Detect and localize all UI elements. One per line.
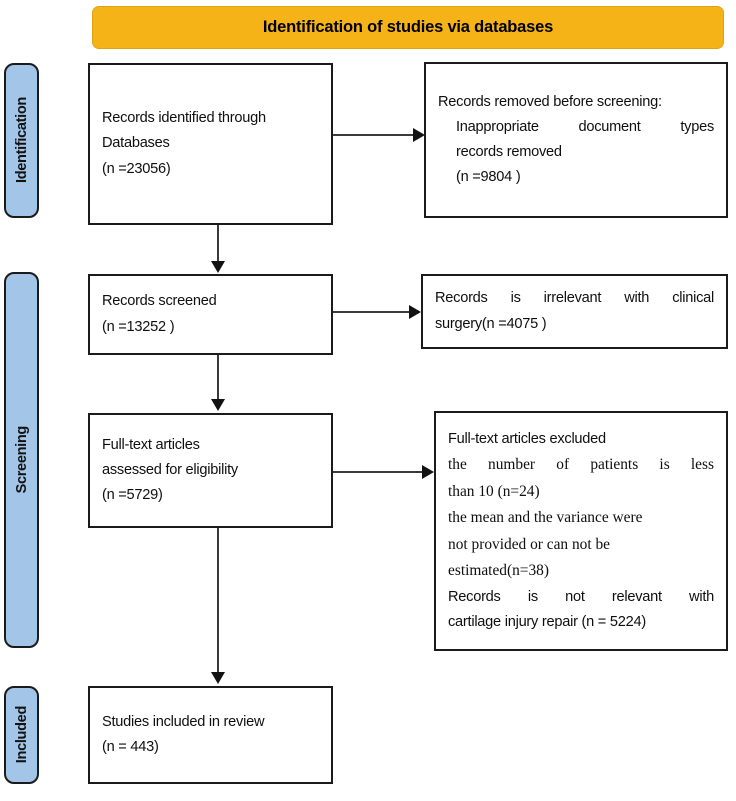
box-line: Full-text articles	[102, 436, 200, 453]
box-records-removed: Records removed before screening: Inappr…	[424, 62, 728, 218]
box-studies-included: Studies included in review (n = 443)	[88, 686, 333, 784]
box-line: the mean and the variance were	[448, 509, 643, 527]
box-line: the number of patients is less	[448, 456, 714, 474]
box-line: Records removed before screening:	[438, 93, 662, 110]
box-line: records removed	[456, 144, 562, 160]
stage-label-included: Included	[13, 706, 30, 764]
box-line-count: (n =5729)	[102, 487, 163, 504]
connector-screened-to-assessed	[217, 355, 219, 400]
banner-title: Identification of studies via databases	[262, 18, 554, 36]
stage-bar-screening: Screening	[4, 272, 39, 648]
box-line-count: (n = 443)	[102, 739, 159, 755]
arrow-down-icon	[211, 672, 225, 684]
box-fulltext-assessed: Full-text articles assessed for eligibil…	[88, 413, 333, 528]
box-line: Records is not relevant with	[448, 588, 714, 605]
stage-label-screening: Screening	[13, 426, 30, 494]
box-line: Inappropriate document types	[456, 118, 714, 135]
connector-screened-to-irrelevant	[333, 311, 414, 313]
box-line: assessed for eligibility	[102, 461, 238, 478]
box-records-screened: Records screened (n =13252 )	[88, 274, 333, 355]
connector-assessed-to-included	[217, 528, 219, 675]
arrow-right-icon	[422, 465, 434, 479]
stage-bar-included: Included	[4, 686, 39, 784]
connector-identified-to-removed	[333, 134, 417, 136]
box-line-count: estimated(n=38)	[448, 562, 549, 580]
box-line-count: surgery(n =4075 )	[435, 315, 547, 332]
box-records-irrelevant: Records is irrelevant with clinical surg…	[421, 274, 728, 349]
stage-bar-identification: Identification	[4, 63, 39, 218]
connector-identified-to-screened	[217, 225, 219, 265]
box-line-count: (n =9804 )	[456, 169, 521, 186]
box-line: Studies included in review	[102, 713, 265, 730]
arrow-right-icon	[413, 128, 425, 142]
box-line-count: (n =23056)	[102, 160, 171, 177]
arrow-down-icon	[211, 399, 225, 411]
banner-identification-databases: Identification of studies via databases	[92, 6, 724, 49]
connector-assessed-to-excluded	[333, 471, 427, 473]
box-fulltext-excluded: Full-text articles excluded the number o…	[434, 411, 728, 651]
box-line: Records is irrelevant with clinical	[435, 290, 714, 307]
box-line-count: than 10 (n=24)	[448, 482, 540, 500]
box-line-count: (n =13252 )	[102, 318, 175, 335]
box-records-identified: Records identified through Databases (n …	[88, 63, 333, 225]
box-line: Records screened	[102, 293, 217, 310]
box-line: Databases	[102, 135, 170, 152]
arrow-right-icon	[409, 305, 421, 319]
arrow-down-icon	[211, 261, 225, 273]
box-line: not provided or can not be	[448, 535, 610, 553]
box-line-count: cartilage injury repair (n = 5224)	[448, 613, 646, 630]
box-line: Full-text articles excluded	[448, 431, 606, 448]
stage-label-identification: Identification	[13, 97, 30, 184]
box-line: Records identified through	[102, 110, 266, 127]
